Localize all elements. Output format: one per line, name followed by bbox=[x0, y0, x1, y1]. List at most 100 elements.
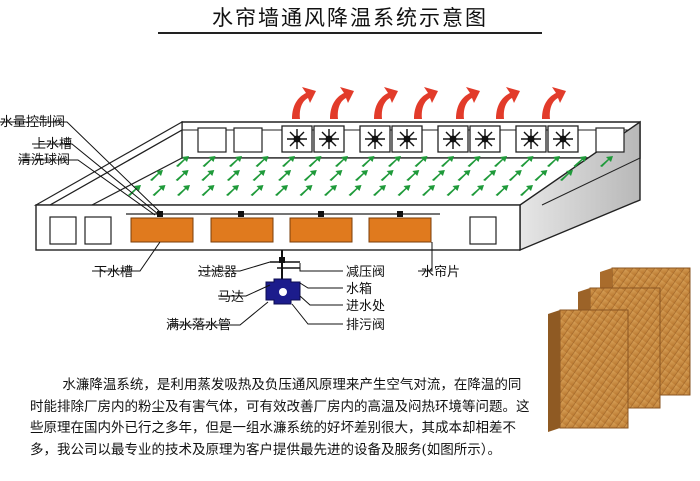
exhaust-arrow-icon bbox=[456, 87, 480, 119]
valve-marker bbox=[157, 211, 163, 217]
label-upper-tank: 上水槽 bbox=[33, 137, 72, 152]
exhaust-fan-icon bbox=[359, 125, 391, 153]
airflow-arrow-icon bbox=[446, 185, 460, 196]
exhaust-arrow-icon bbox=[330, 87, 354, 119]
airflow-arrow-icon bbox=[573, 156, 587, 167]
airflow-arrow-icon bbox=[520, 156, 534, 167]
airflow-arrow-icon bbox=[229, 156, 242, 167]
airflow-arrow-icon bbox=[422, 185, 435, 196]
airflow-arrow-icon bbox=[335, 156, 348, 167]
airflow-arrow-icon bbox=[252, 170, 266, 181]
airflow-arrow-icon bbox=[534, 170, 548, 181]
airflow-arrow-icon bbox=[467, 156, 481, 167]
exhaust-arrow-icon bbox=[414, 87, 438, 119]
pump-assembly bbox=[265, 250, 301, 305]
airflow-arrow-icon bbox=[303, 170, 317, 181]
curtain-units bbox=[130, 211, 432, 243]
label-motor: 马达 bbox=[218, 290, 244, 305]
airflow-arrow-icon bbox=[201, 170, 215, 181]
exhaust-fan-icon bbox=[391, 125, 423, 153]
airflow-arrow-icon bbox=[547, 156, 560, 167]
valve-marker bbox=[318, 211, 324, 217]
curtain-tank bbox=[289, 217, 353, 243]
front-window bbox=[84, 216, 112, 245]
airflow-arrow-icon bbox=[414, 156, 428, 167]
label-filter: 过滤器 bbox=[198, 265, 237, 280]
airflow-arrow-icon bbox=[226, 185, 239, 196]
label-curtain-pad: 水帘片 bbox=[421, 264, 460, 280]
exhaust-arrow-icon bbox=[496, 87, 520, 119]
label-lower-tank: 下水槽 bbox=[94, 265, 133, 280]
airflow-arrow-icon bbox=[494, 156, 507, 167]
label-wash-valve: 清洗球阀 bbox=[18, 153, 70, 168]
diagram-title: 水帘墙通风降温系统示意图 bbox=[212, 6, 488, 30]
leader-lines bbox=[0, 121, 433, 326]
airflow-arrow-icon bbox=[483, 170, 497, 181]
airflow-arrow-icon bbox=[202, 156, 216, 167]
airflow-arrow-icon bbox=[520, 185, 533, 196]
label-water-valve: 水量控制阀 bbox=[0, 115, 65, 130]
airflow-arrow-icon bbox=[329, 170, 343, 181]
label-pressure-valve: 减压阀 bbox=[346, 265, 385, 280]
airflow-arrow-icon bbox=[255, 156, 269, 167]
valve-marker bbox=[238, 211, 244, 217]
exhaust-arrow-icon bbox=[542, 87, 566, 119]
back-window bbox=[197, 127, 227, 153]
airflow-arrow-icon bbox=[380, 170, 394, 181]
airflow-arrow-icon bbox=[560, 170, 573, 181]
curtain-pad-illustration bbox=[548, 267, 691, 432]
airflow-arrow-icon bbox=[308, 156, 322, 167]
airflow-arrow-icon bbox=[361, 156, 375, 167]
exhaust-fan-icon bbox=[437, 125, 469, 153]
curtain-tank bbox=[368, 217, 432, 243]
back-window bbox=[233, 127, 263, 153]
airflow-arrow-icon bbox=[471, 185, 484, 196]
airflow-arrow-icon bbox=[397, 185, 411, 196]
airflow-arrow-icon bbox=[176, 156, 189, 167]
label-drain-valve: 排污阀 bbox=[346, 318, 385, 333]
airflow-arrow-icon bbox=[226, 170, 240, 181]
label-overflow-pipe: 满水落水管 bbox=[166, 318, 231, 333]
airflow-arrow-icon bbox=[388, 156, 401, 167]
label-water-box: 水箱 bbox=[346, 281, 372, 297]
description-paragraph: 水濂降温系统，是利用蒸发吸热及负压通风原理来产生空气对流，在降温的同时能排除厂房… bbox=[30, 377, 530, 458]
airflow-arrow-icon bbox=[348, 185, 362, 196]
airflow-arrow-icon bbox=[278, 170, 292, 181]
exhaust-fan-icon bbox=[547, 125, 579, 153]
airflow-arrow-icon bbox=[299, 185, 313, 196]
exhaust-fan-icon bbox=[469, 125, 501, 153]
airflow-arrow-icon bbox=[355, 170, 368, 181]
front-wall bbox=[35, 204, 521, 251]
airflow-arrow-icon bbox=[324, 185, 337, 196]
front-window bbox=[49, 216, 77, 245]
airflow-arrow-icon bbox=[150, 170, 163, 181]
exhaust-fan-icon bbox=[313, 125, 345, 153]
airflow-arrow-icon bbox=[177, 185, 190, 196]
airflow-arrow-icon bbox=[250, 185, 264, 196]
exhaust-arrow-icon bbox=[292, 87, 316, 119]
airflow-arrow-icon bbox=[175, 170, 189, 181]
airflow-arrow-icon bbox=[128, 185, 141, 196]
airflow-arrow-icon bbox=[406, 170, 420, 181]
airflow-arrow-icon bbox=[457, 170, 471, 181]
airflow-arrow-icon bbox=[508, 170, 522, 181]
front-window bbox=[469, 216, 497, 245]
airflow-arrow-icon bbox=[152, 185, 166, 196]
exhaust-fan-icon bbox=[515, 125, 547, 153]
exhaust-arrows bbox=[292, 87, 566, 119]
valve-marker bbox=[397, 211, 403, 217]
back-window bbox=[595, 127, 625, 153]
exhaust-arrow-icon bbox=[374, 87, 398, 119]
label-inlet: 进水处 bbox=[346, 299, 385, 314]
curtain-tank bbox=[210, 217, 274, 243]
curtain-tank bbox=[130, 217, 194, 243]
exhaust-fans bbox=[281, 125, 579, 153]
title-underline bbox=[158, 32, 542, 34]
airflow-arrow-icon bbox=[600, 156, 613, 167]
airflow-arrows bbox=[128, 156, 613, 196]
exhaust-fan-icon bbox=[281, 125, 313, 153]
airflow-arrow-icon bbox=[201, 185, 215, 196]
airflow-arrow-icon bbox=[441, 156, 454, 167]
airflow-arrow-icon bbox=[282, 156, 295, 167]
